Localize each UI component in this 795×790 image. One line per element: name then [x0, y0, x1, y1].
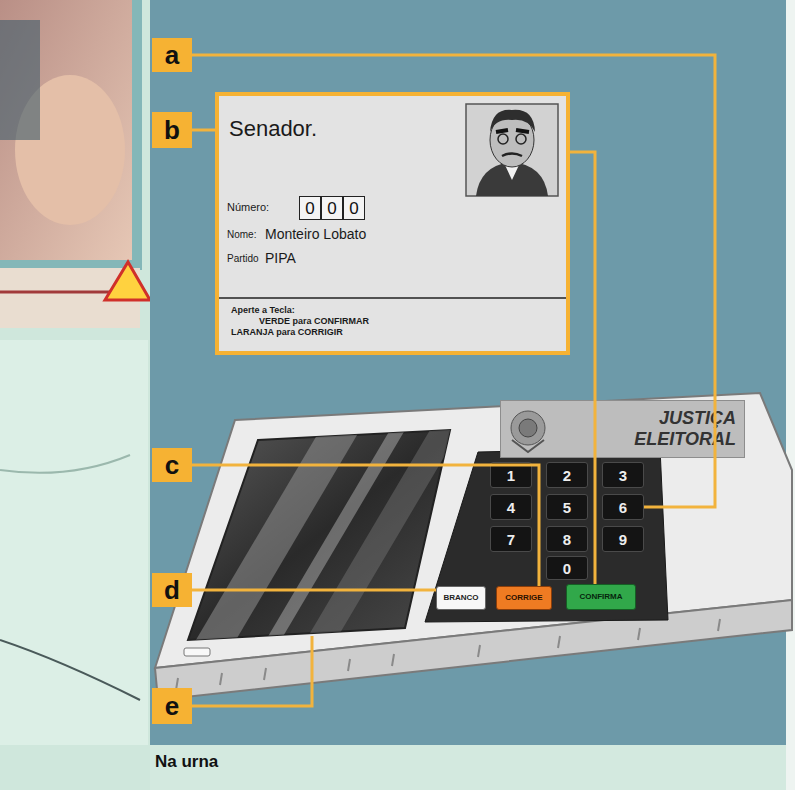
confirm-key: CONFIRMA [566, 584, 636, 610]
node-label: 1 [507, 468, 515, 483]
node-label: c [165, 452, 179, 478]
number-key: 5 [546, 494, 588, 520]
screen-text: VERDE para CONFIRMAR [259, 317, 369, 326]
side-panel [0, 340, 148, 745]
screen-text: Partido [227, 254, 259, 264]
callout-letter: c [152, 448, 192, 482]
red-rule [0, 291, 125, 294]
credit-strip [786, 0, 795, 790]
node-label: BRANCO [443, 594, 478, 602]
side-curve [0, 640, 140, 700]
node-label: CONFIRMA [579, 593, 622, 601]
leader-line [192, 465, 539, 586]
photo-frame [0, 0, 142, 270]
callout-letter: b [152, 112, 192, 148]
number-key: 1 [490, 462, 532, 488]
screen-text: Aperte a Tecla: [231, 306, 295, 315]
node-label: 8 [563, 532, 571, 547]
screen-text: PIPA [265, 251, 296, 265]
screen-text: LARANJA para CORRIGIR [231, 328, 343, 337]
number-key: 6 [602, 494, 644, 520]
number-key: 7 [490, 526, 532, 552]
leader-line [192, 55, 715, 507]
node-label: CORRIGE [505, 594, 542, 602]
photo-detail [0, 20, 40, 140]
number-key: 9 [602, 526, 644, 552]
leader-line [192, 636, 312, 706]
leader-line [192, 129, 215, 132]
node-label: a [165, 42, 179, 68]
node-label: 5 [563, 500, 571, 515]
number-key: 3 [602, 462, 644, 488]
node-label: 0 [305, 200, 314, 217]
screen-text: Monteiro Lobato [265, 227, 366, 241]
node-label: 9 [619, 532, 627, 547]
node-label: JUSTIÇA ELEITORAL [586, 408, 736, 449]
side-curve [0, 455, 130, 473]
keypad-panel [425, 448, 668, 622]
urn-slot [184, 648, 210, 656]
photo [0, 0, 132, 260]
caption-heading: Na urna [155, 752, 218, 772]
node-label: b [164, 117, 180, 143]
callout-letter: e [152, 688, 192, 724]
number-key: 4 [490, 494, 532, 520]
callout-letter: d [152, 573, 192, 607]
warning-triangle [105, 262, 150, 300]
node-label: 0 [563, 561, 571, 576]
leader-line [570, 152, 595, 584]
screen-reflection [190, 430, 460, 650]
number-box: 0 [343, 196, 365, 220]
number-box: 0 [321, 196, 343, 220]
coat-of-arms [511, 411, 545, 452]
blank-key: BRANCO [436, 586, 486, 610]
number-key: 2 [546, 462, 588, 488]
screen-text: Senador. [229, 118, 317, 140]
candidate-portrait [466, 104, 558, 196]
number-box: 0 [299, 196, 321, 220]
leader-line [192, 589, 436, 592]
number-key: 8 [546, 526, 588, 552]
node-label: 7 [507, 532, 515, 547]
node-label: 6 [619, 500, 627, 515]
node-label: 0 [349, 200, 358, 217]
callout-letter: a [152, 38, 192, 72]
node-label: 2 [563, 468, 571, 483]
node-label: d [164, 577, 180, 603]
number-key: 0 [546, 556, 588, 580]
screen-rule [219, 297, 566, 299]
screen-inset: Senador. Número: Nome: Monteiro LobatoParti… [215, 92, 570, 355]
screen-text: Número: [227, 202, 269, 213]
node-label: 4 [507, 500, 515, 515]
court-plate: JUSTIÇA ELEITORAL [500, 400, 745, 458]
node-label: 3 [619, 468, 627, 483]
node-label: 0 [327, 200, 336, 217]
node-label: e [165, 693, 179, 719]
screen-text: Nome: [227, 230, 256, 240]
caption-panel [150, 745, 786, 790]
correct-key: CORRIGE [496, 586, 552, 610]
